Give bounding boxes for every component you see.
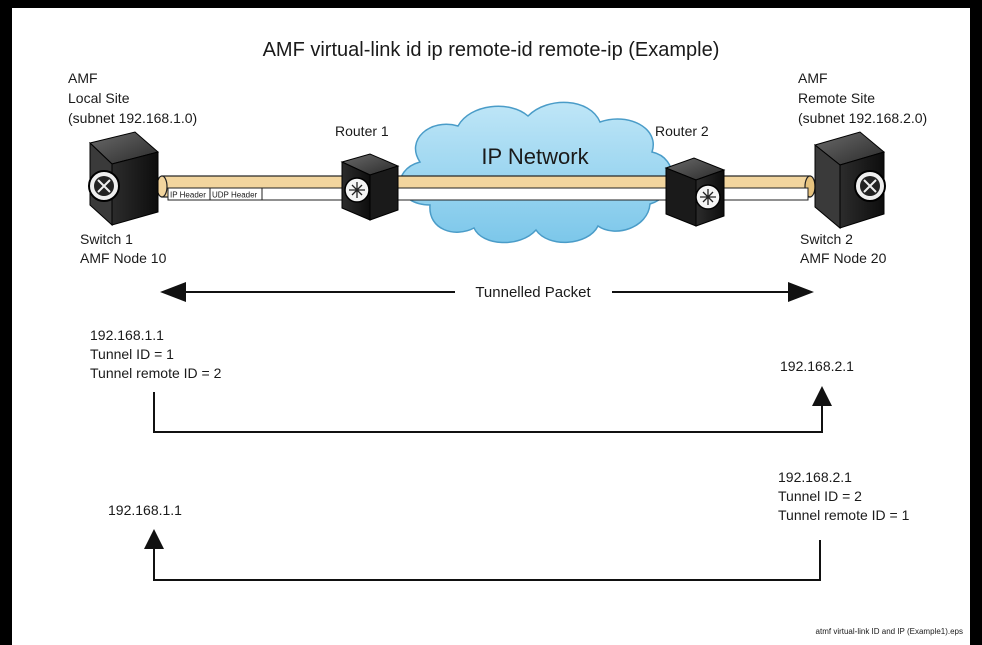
packet-strip: IP Header UDP Header (167, 187, 809, 201)
flow-1-dst-ip: 192.168.2.1 (780, 358, 854, 374)
ip-header-label: IP Header (170, 191, 206, 200)
remote-site-line2: Remote Site (798, 90, 875, 106)
tunnelled-packet-arrow (160, 282, 814, 302)
router-2-icon (664, 157, 726, 227)
ip-network-label: IP Network (481, 144, 589, 169)
diagram-title: AMF virtual-link id ip remote-id remote-… (263, 39, 720, 61)
router-2-label: Router 2 (655, 123, 709, 139)
flow-2-src-remote-id: Tunnel remote ID = 1 (778, 507, 910, 523)
remote-site-line1: AMF (798, 70, 828, 86)
filename-label: atmf virtual-link ID and IP (Example1).e… (816, 627, 963, 636)
switch-2-line2: AMF Node 20 (800, 250, 887, 266)
flow-2-dst-ip: 192.168.1.1 (108, 502, 182, 518)
switch-2-label: Switch 2 AMF Node 20 (800, 231, 887, 266)
remote-site-label: AMF Remote Site (subnet 192.168.2.0) (798, 70, 927, 126)
local-site-line2: Local Site (68, 90, 130, 106)
tunnelled-packet-label: Tunnelled Packet (475, 284, 591, 301)
flow-2-src-ip: 192.168.2.1 (778, 469, 852, 485)
flow-1-path (153, 386, 832, 433)
local-site-label: AMF Local Site (subnet 192.168.1.0) (68, 70, 197, 126)
router-1-icon (340, 153, 400, 221)
local-site-line3: (subnet 192.168.1.0) (68, 110, 197, 126)
switch-1-icon (88, 131, 160, 227)
flow-2-path (144, 529, 821, 581)
flow-2-src-tunnel-id: Tunnel ID = 2 (778, 488, 862, 504)
switch-2-icon (813, 131, 886, 230)
switch-1-line2: AMF Node 10 (80, 250, 167, 266)
ip-network-cloud (399, 101, 673, 244)
flow-1-source: 192.168.1.1 Tunnel ID = 1 Tunnel remote … (90, 327, 222, 381)
remote-site-line3: (subnet 192.168.2.0) (798, 110, 927, 126)
switch-1-label: Switch 1 AMF Node 10 (80, 231, 167, 266)
udp-header-cell (209, 187, 263, 201)
switch-1-line1: Switch 1 (80, 231, 133, 247)
flow-1-src-remote-id: Tunnel remote ID = 2 (90, 365, 222, 381)
flow-2-source: 192.168.2.1 Tunnel ID = 2 Tunnel remote … (778, 469, 910, 523)
switch-2-line1: Switch 2 (800, 231, 853, 247)
router-1-label: Router 1 (335, 123, 389, 139)
local-site-line1: AMF (68, 70, 98, 86)
flow-1-src-ip: 192.168.1.1 (90, 327, 164, 343)
flow-1-src-tunnel-id: Tunnel ID = 1 (90, 346, 174, 362)
udp-header-label: UDP Header (212, 191, 258, 200)
